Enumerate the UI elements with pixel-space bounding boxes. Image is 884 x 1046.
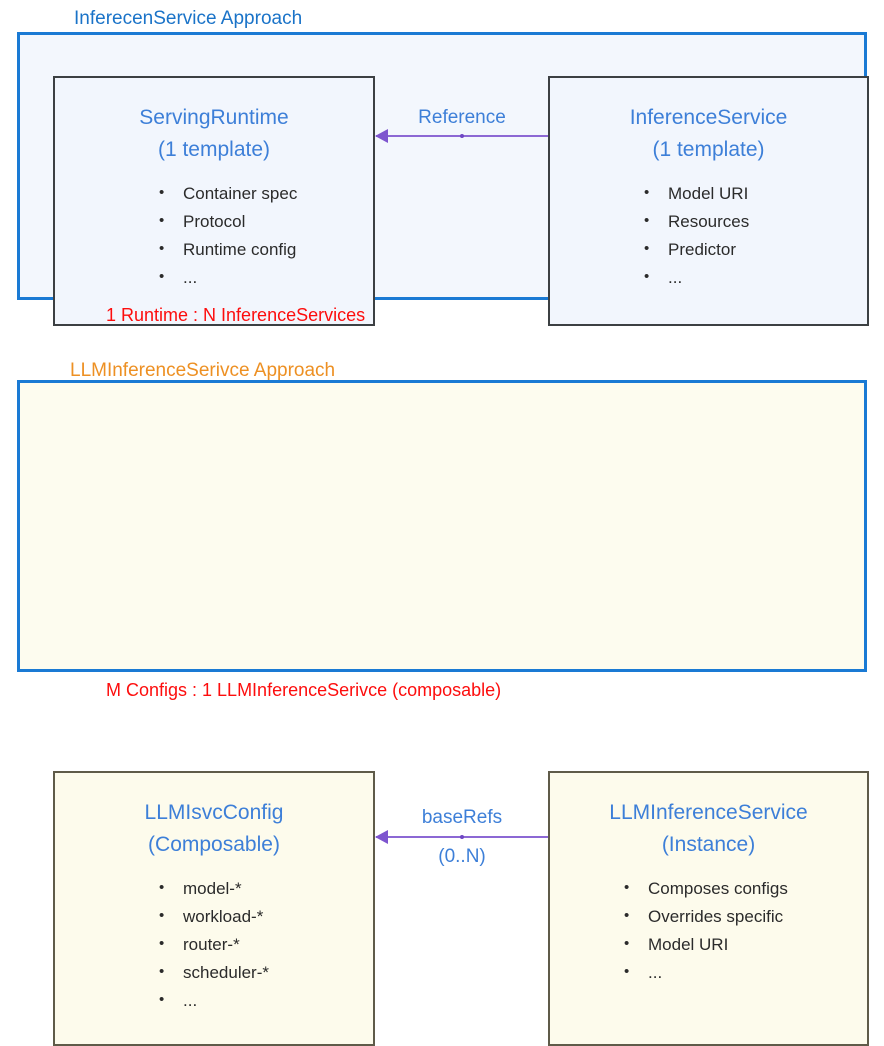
card-llmisvc-config-bullets: model-* workload-* router-* scheduler-* … <box>55 874 373 1015</box>
caption-runtime-ratio: 1 Runtime : N InferenceServices <box>106 305 366 325</box>
card-llmisvc-config: LLMIsvcConfig (Composable) model-* workl… <box>53 771 375 1046</box>
card-llm-inference-service: LLMInferenceService (Instance) Composes … <box>548 771 869 1046</box>
card-inference-service-subtitle: (1 template) <box>652 138 765 161</box>
card-llm-inference-service-subtitle: (Instance) <box>661 833 756 856</box>
caption-configs-ratio: M Configs : 1 LLMInferenceSerivce (compo… <box>106 680 502 700</box>
card-llm-inference-service-heading: LLMInferenceService (Instance) <box>550 797 867 861</box>
arrow-midpoint-dot <box>460 835 464 839</box>
list-item: Runtime config <box>151 235 373 264</box>
card-llmisvc-config-subtitle: (Composable) <box>148 833 280 856</box>
card-serving-runtime: ServingRuntime (1 template) Container sp… <box>53 76 375 326</box>
list-item: ... <box>151 986 373 1015</box>
card-llm-inference-service-name: LLMInferenceService <box>609 801 808 824</box>
list-item: Model URI <box>616 930 867 959</box>
list-item: model-* <box>151 874 373 903</box>
section-title-inferenceservice: InferecenService Approach <box>74 8 303 29</box>
arrow-left-head-icon <box>375 830 388 844</box>
list-item: Overrides specific <box>616 902 867 931</box>
group-inferenceservice-approach: ServingRuntime (1 template) Container sp… <box>17 32 869 326</box>
arrow-left-head-icon <box>375 129 388 143</box>
card-serving-runtime-bullets: Container spec Protocol Runtime config .… <box>55 179 373 292</box>
card-llm-inference-service-bullets: Composes configs Overrides specific Mode… <box>550 874 867 987</box>
relation-label-reference: Reference <box>418 107 506 128</box>
card-inference-service: InferenceService (1 template) Model URI … <box>548 76 869 326</box>
list-item: router-* <box>151 930 373 959</box>
relation-cardinality-baserefs: (0..N) <box>438 846 486 867</box>
card-serving-runtime-heading: ServingRuntime (1 template) <box>55 102 373 166</box>
card-serving-runtime-subtitle: (1 template) <box>157 138 271 161</box>
card-inference-service-name: InferenceService <box>629 106 788 129</box>
card-inference-service-heading: InferenceService (1 template) <box>550 102 867 166</box>
list-item: ... <box>616 958 867 987</box>
list-item: Protocol <box>151 207 373 236</box>
list-item: ... <box>151 263 373 292</box>
list-item: Model URI <box>636 179 867 208</box>
list-item: Composes configs <box>616 874 867 903</box>
list-item: workload-* <box>151 902 373 931</box>
card-llmisvc-config-name: LLMIsvcConfig <box>144 801 284 824</box>
list-item: Container spec <box>151 179 373 208</box>
list-item: scheduler-* <box>151 958 373 987</box>
list-item: ... <box>636 263 867 292</box>
card-inference-service-bullets: Model URI Resources Predictor ... <box>550 179 867 292</box>
list-item: Resources <box>636 207 867 236</box>
group-llminferenceservice-approach: LLMIsvcConfig (Composable) model-* workl… <box>17 380 869 1046</box>
card-llmisvc-config-heading: LLMIsvcConfig (Composable) <box>55 797 373 861</box>
section-title-llminferenceservice: LLMInferenceSerivce Approach <box>70 360 336 381</box>
list-item: Predictor <box>636 235 867 264</box>
card-serving-runtime-name: ServingRuntime <box>139 106 289 129</box>
arrow-midpoint-dot <box>460 134 464 138</box>
relation-label-baserefs: baseRefs <box>421 807 503 828</box>
